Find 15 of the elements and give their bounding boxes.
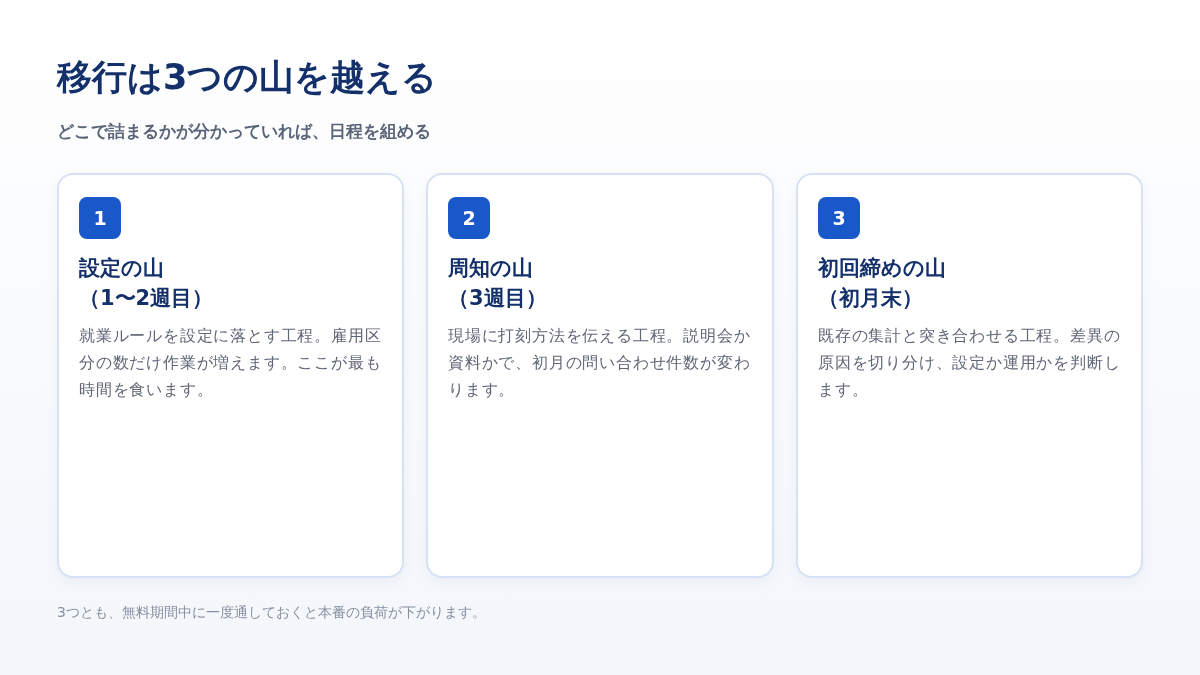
- step-card: [57, 173, 404, 578]
- step-heading: 設定の山（1〜2週目）: [79, 255, 215, 312]
- step-description: 現場に打刻方法を伝える工程。説明会か資料かで、初月の問い合わせ件数が変わります。: [448, 325, 752, 401]
- page-title: 移行は3つの山を越える: [57, 56, 438, 99]
- footnote-text: 3つとも、無料期間中に一度通しておくと本番の負荷が下がります。: [57, 603, 486, 622]
- step-card: [426, 173, 774, 578]
- step-number-badge: 3: [818, 197, 860, 239]
- step-card: [796, 173, 1143, 578]
- step-heading: 初回締めの山（初月末）: [818, 255, 947, 312]
- subtitle-text: どこで詰まるかが分かっていれば、日程を組める: [57, 120, 431, 143]
- step-description: 既存の集計と突き合わせる工程。差異の原因を切り分け、設定か運用かを判断します。: [818, 325, 1122, 401]
- step-number-badge: 2: [448, 197, 490, 239]
- step-number-badge: 1: [79, 197, 121, 239]
- step-heading: 周知の山（3週目）: [448, 255, 548, 312]
- step-description: 就業ルールを設定に落とす工程。雇用区分の数だけ作業が増えます。ここが最も時間を食います。: [79, 325, 383, 401]
